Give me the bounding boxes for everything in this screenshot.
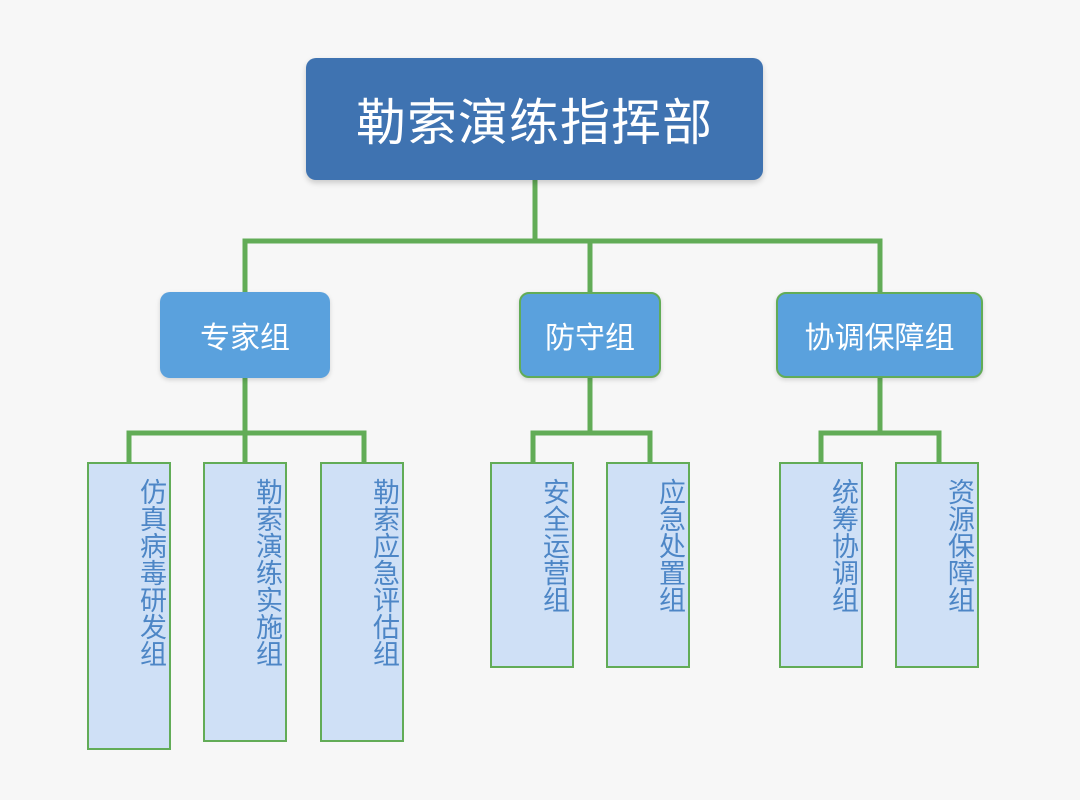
group-label: 协调保障组 (804, 321, 955, 356)
team-node-sec-ops: 安全运营组 (490, 462, 574, 668)
team-label: 应急处置组 (654, 478, 685, 613)
root-node-command: 勒索演练指挥部 (306, 58, 763, 180)
group-node-experts: 专家组 (160, 292, 330, 378)
team-node-virus-dev: 仿真病毒研发组 (87, 462, 171, 750)
team-node-coordination: 统筹协调组 (779, 462, 863, 668)
team-node-resources: 资源保障组 (895, 462, 979, 668)
team-node-exercise-exec: 勒索演练实施组 (203, 462, 287, 742)
group-label: 防守组 (545, 321, 635, 356)
group-node-defense: 防守组 (519, 292, 661, 378)
team-node-incident-response: 应急处置组 (606, 462, 690, 668)
team-label: 勒索应急评估组 (368, 478, 399, 667)
root-label: 勒索演练指挥部 (356, 94, 713, 152)
group-label: 专家组 (200, 321, 290, 356)
team-label: 统筹协调组 (827, 478, 858, 613)
team-label: 仿真病毒研发组 (135, 478, 166, 667)
team-label: 资源保障组 (943, 478, 974, 613)
team-label: 安全运营组 (538, 478, 569, 613)
team-label: 勒索演练实施组 (251, 478, 282, 667)
team-node-emergency-eval: 勒索应急评估组 (320, 462, 404, 742)
group-node-support: 协调保障组 (776, 292, 983, 378)
